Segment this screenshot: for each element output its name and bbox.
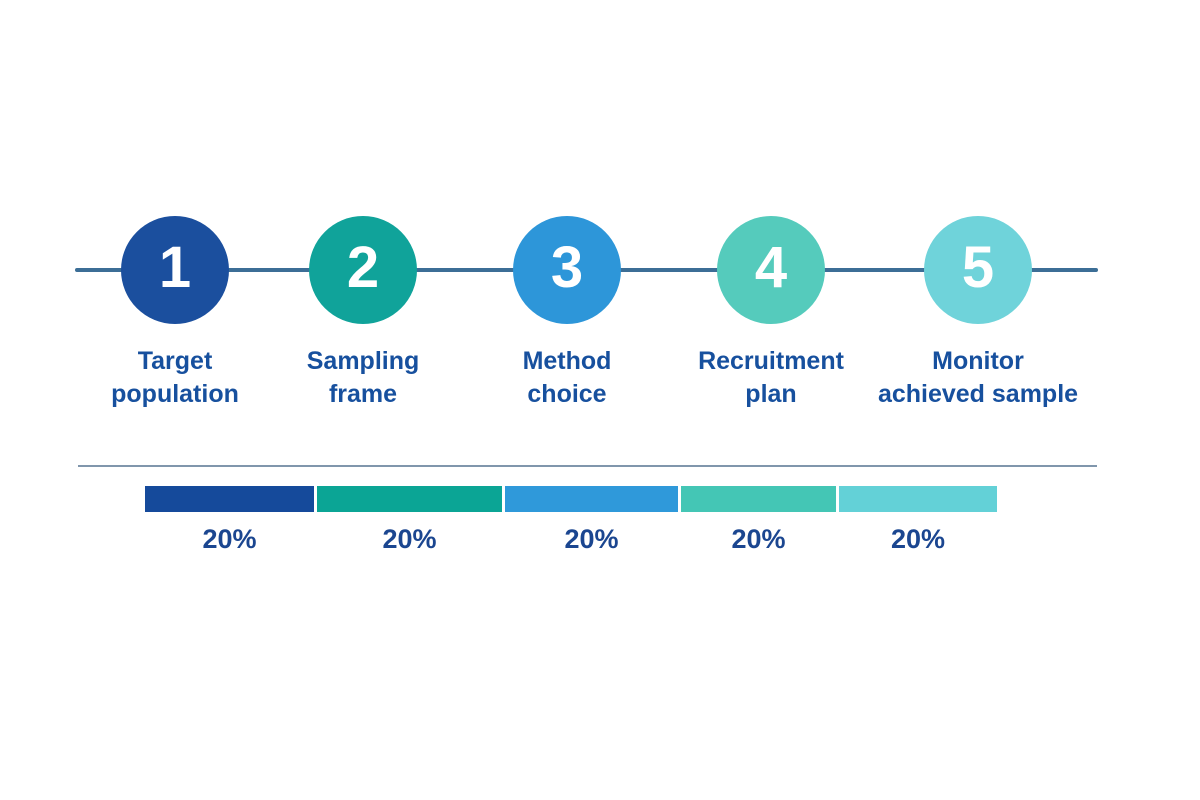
step-circle-4: 4	[717, 216, 825, 324]
stacked-percentage-bar	[145, 486, 997, 512]
bar-segment-1	[145, 486, 314, 512]
step-label-1: Target population	[111, 347, 239, 408]
bar-value-1: 20%	[202, 524, 257, 554]
bar-segment-3	[505, 486, 678, 512]
section-divider-line	[78, 465, 1097, 467]
timeline-step-method-choice: 3 Method choice	[467, 216, 667, 411]
bar-segment-4	[681, 486, 836, 512]
step-label-5: Monitor achieved sample	[877, 347, 1079, 408]
timeline-step-sampling-frame: 2 Sampling frame	[263, 216, 463, 411]
step-number-4: 4	[754, 235, 788, 300]
timeline-step-monitor-achieved-sample: 5 Monitor achieved sample	[863, 216, 1093, 411]
bar-value-5: 20%	[890, 524, 946, 554]
step-label-3: Method choice	[522, 347, 612, 408]
step-circle-5: 5	[924, 216, 1032, 324]
step-number-3: 3	[550, 235, 584, 300]
timeline-step-recruitment-plan: 4 Recruitment plan	[671, 216, 871, 411]
timeline-step-target-population: 1 Target population	[75, 216, 275, 411]
step-circle-2: 2	[309, 216, 417, 324]
step-number-5: 5	[961, 235, 995, 300]
bar-value-3: 20%	[564, 524, 619, 554]
bar-segment-5	[839, 486, 997, 512]
bar-value-2: 20%	[382, 524, 437, 554]
bar-segment-2	[317, 486, 502, 512]
bar-value-labels: 20% 20% 20% 20% 20%	[145, 520, 997, 558]
step-label-2: Sampling frame	[306, 347, 420, 408]
step-number-1: 1	[158, 235, 192, 300]
step-label-4: Recruitment plan	[698, 347, 844, 408]
step-circle-1: 1	[121, 216, 229, 324]
step-number-2: 2	[346, 235, 380, 300]
step-circle-3: 3	[513, 216, 621, 324]
bar-value-4: 20%	[731, 524, 786, 554]
